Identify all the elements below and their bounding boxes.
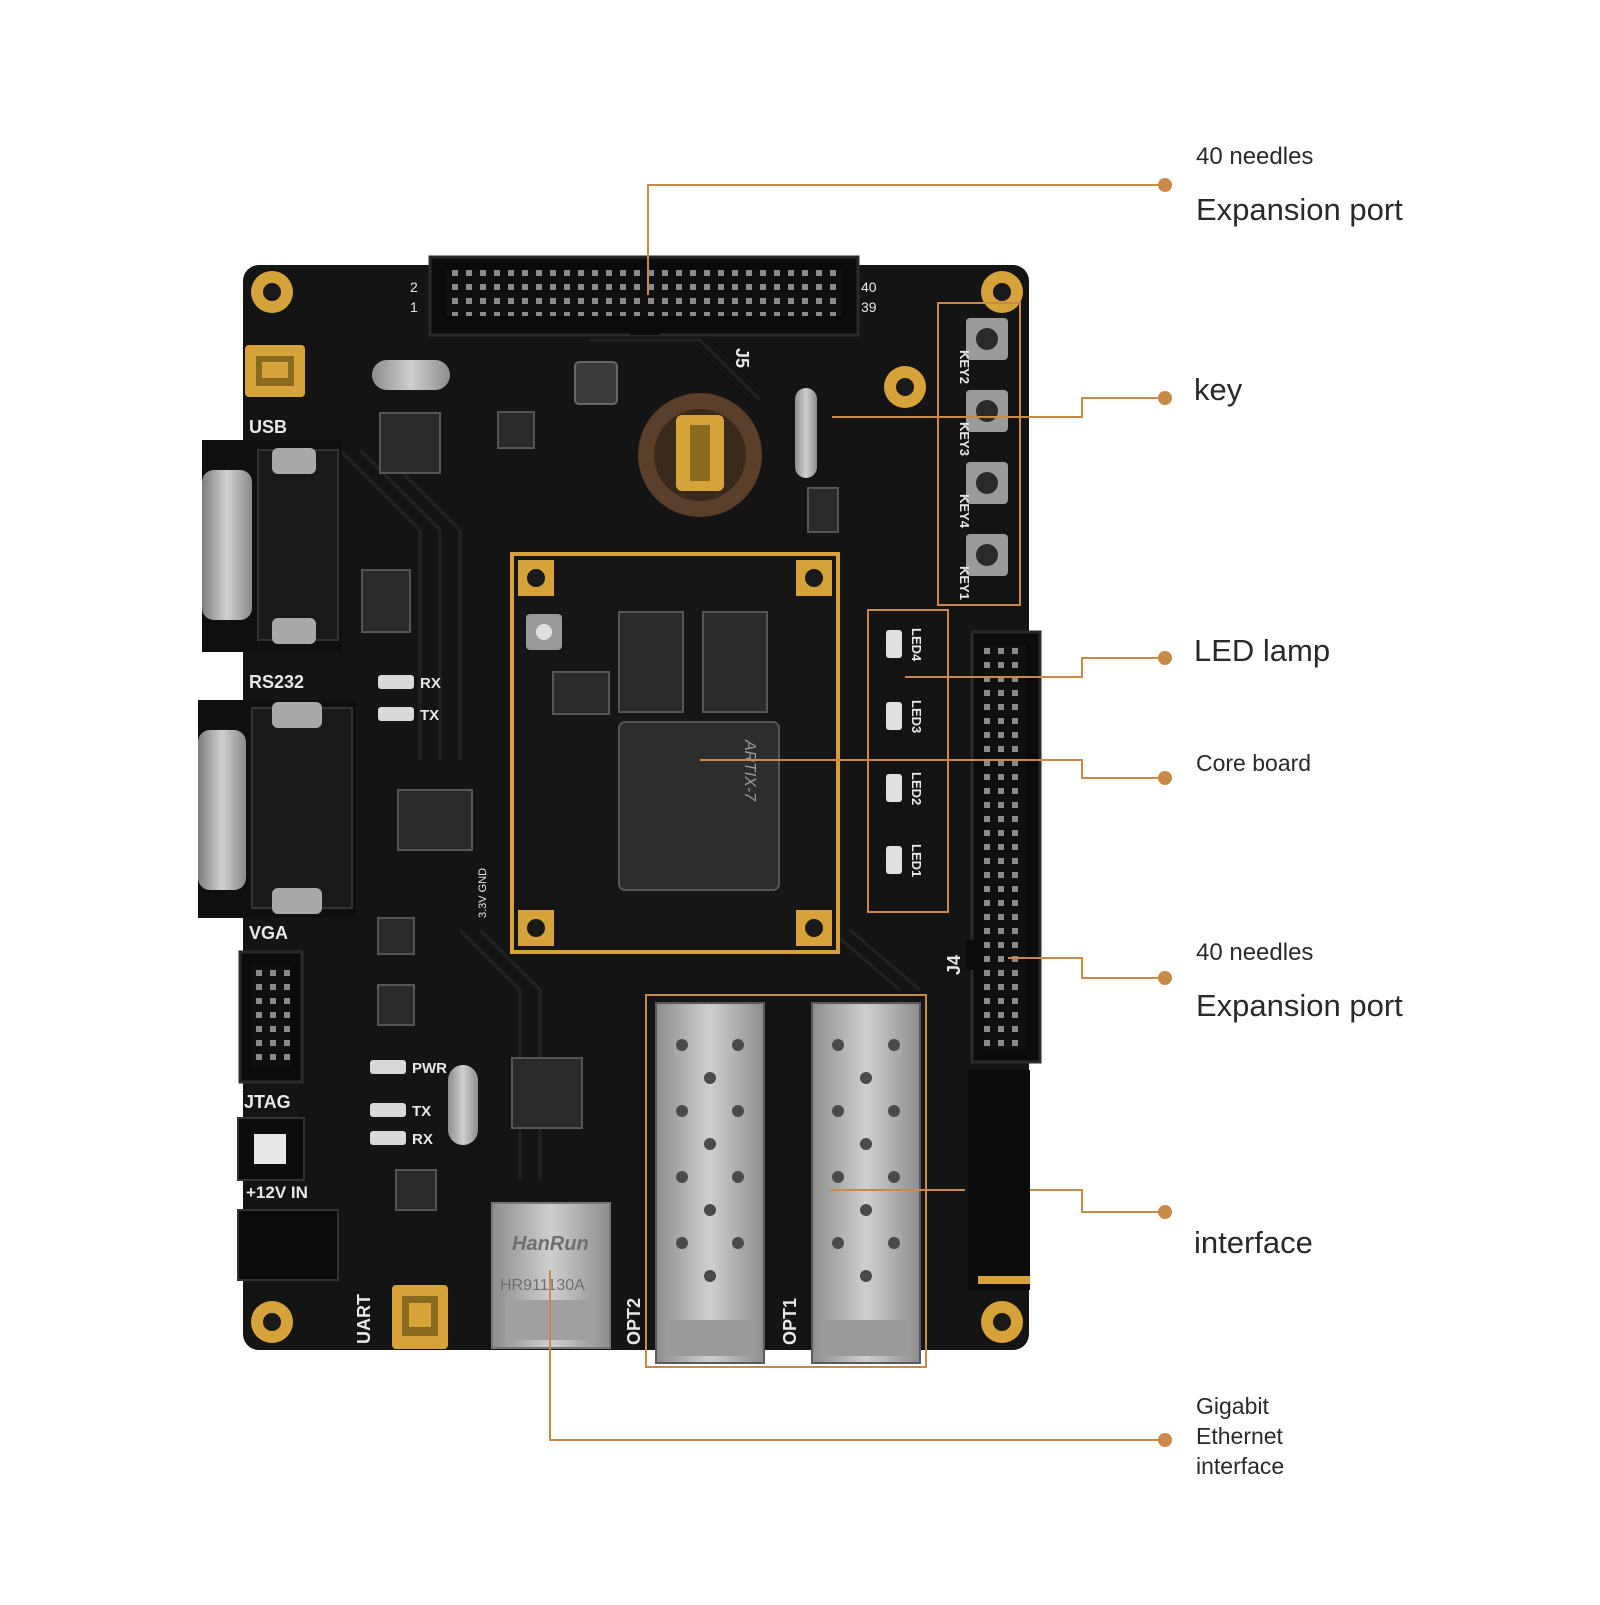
- rx-led-top: [378, 675, 414, 689]
- callout-key: key: [1194, 372, 1243, 407]
- coin-battery-holder: [638, 393, 762, 517]
- label-key1: KEY1: [957, 566, 972, 600]
- label-pin2: 2: [410, 279, 418, 295]
- leader-lines: [549, 184, 1162, 1441]
- core-board: [510, 552, 840, 954]
- label-power-in: +12V IN: [246, 1183, 308, 1202]
- label-led1: LED1: [909, 844, 924, 877]
- led-lamp: [886, 630, 902, 658]
- callout-expansion-top-line1: 40 needles: [1196, 143, 1314, 170]
- label-supply: 3.3V GND: [477, 868, 489, 918]
- label-fpga-brand: ARTIX-7: [741, 739, 758, 802]
- leader-key: [832, 397, 1162, 418]
- leader-dots: [1158, 178, 1172, 1447]
- fpga-chip: [618, 721, 780, 891]
- label-ethernet-model: HR911130A: [500, 1277, 585, 1294]
- label-opt2: OPT2: [624, 1298, 644, 1345]
- label-jtag: JTAG: [244, 1092, 291, 1112]
- label-key4: KEY4: [957, 494, 972, 529]
- led-lamp: [886, 702, 902, 730]
- leader-ethernet: [549, 1270, 1162, 1441]
- leader-core-board: [700, 759, 1162, 779]
- uart-usb-connector: [392, 1285, 448, 1349]
- led-lamp: [886, 774, 902, 802]
- label-pwr: PWR: [412, 1060, 447, 1077]
- rx-led-bottom: [370, 1131, 406, 1145]
- label-rx-bottom: RX: [412, 1131, 433, 1148]
- keys-outline: [937, 302, 1021, 606]
- label-tx-bottom: TX: [412, 1103, 431, 1120]
- ethernet-phy-chip: [511, 1057, 583, 1129]
- vga-connector: [198, 700, 356, 918]
- leader-led-lamp: [905, 657, 1162, 678]
- leader-interface-right: [1030, 1189, 1162, 1213]
- j5-expansion-header: [428, 255, 860, 337]
- vga-chip: [397, 789, 473, 851]
- ddr-chip: [618, 611, 684, 713]
- inductor: [574, 361, 618, 405]
- label-vga: VGA: [249, 923, 288, 943]
- label-rs232: RS232: [249, 672, 304, 692]
- callout-ethernet-line1: Gigabit: [1196, 1393, 1269, 1419]
- leader-expansion-top: [647, 184, 1162, 295]
- callout-ethernet-line2: Ethernet: [1196, 1423, 1283, 1449]
- callout-core-board: Core board: [1196, 750, 1312, 776]
- tx-led-top: [378, 707, 414, 721]
- led-lamp: [886, 846, 902, 874]
- callout-expansion-bottom-line2: Expansion port: [1196, 988, 1403, 1023]
- rs232-connector: [202, 440, 342, 652]
- label-pin39: 39: [861, 299, 877, 315]
- ddr-chip: [702, 611, 768, 713]
- label-uart: UART: [354, 1294, 374, 1344]
- label-j4: J4: [944, 955, 964, 975]
- callout-led-lamp: LED lamp: [1194, 633, 1331, 668]
- label-ethernet-brand: HanRun: [512, 1233, 589, 1255]
- edge-connector: [968, 1070, 1030, 1290]
- usb-connector: [245, 345, 305, 397]
- callout-expansion-top-line2: Expansion port: [1196, 192, 1403, 227]
- label-led4: LED4: [909, 628, 924, 662]
- sfp-outline: [645, 994, 927, 1368]
- label-usb: USB: [249, 417, 287, 437]
- leader-expansion-bottom: [1008, 957, 1162, 979]
- j4-expansion-header: [966, 630, 1042, 1064]
- label-key3: KEY3: [957, 422, 972, 456]
- callout-ethernet-line3: interface: [1196, 1453, 1285, 1479]
- label-opt1: OPT1: [780, 1298, 800, 1345]
- oscillator: [795, 388, 817, 478]
- jtag-header: [238, 950, 304, 1084]
- mounting-holes: [251, 271, 1023, 1343]
- callout-interface: interface: [1194, 1225, 1313, 1260]
- label-key2: KEY2: [957, 350, 972, 384]
- key-buttons: [966, 318, 1008, 576]
- misc-ics: [361, 411, 839, 1211]
- tx-led-bottom: [370, 1103, 406, 1117]
- crystal: [372, 360, 450, 390]
- label-j5: J5: [732, 348, 752, 368]
- pwr-led: [370, 1060, 406, 1074]
- sfp-cage-opt1: [811, 1002, 921, 1364]
- dc-power-jack: [237, 1209, 339, 1281]
- led-lamps: [886, 630, 902, 874]
- label-pin40: 40: [861, 279, 877, 295]
- callout-expansion-bottom-line1: 40 needles: [1196, 939, 1314, 966]
- label-rx-top: RX: [420, 675, 441, 692]
- sfp-cage-opt2: [655, 1002, 765, 1364]
- flash-chip: [552, 671, 610, 715]
- label-led2: LED2: [909, 772, 924, 805]
- label-pin1: 1: [410, 299, 418, 315]
- label-led3: LED3: [909, 700, 924, 733]
- crystal: [448, 1065, 478, 1145]
- label-tx-top: TX: [420, 707, 439, 724]
